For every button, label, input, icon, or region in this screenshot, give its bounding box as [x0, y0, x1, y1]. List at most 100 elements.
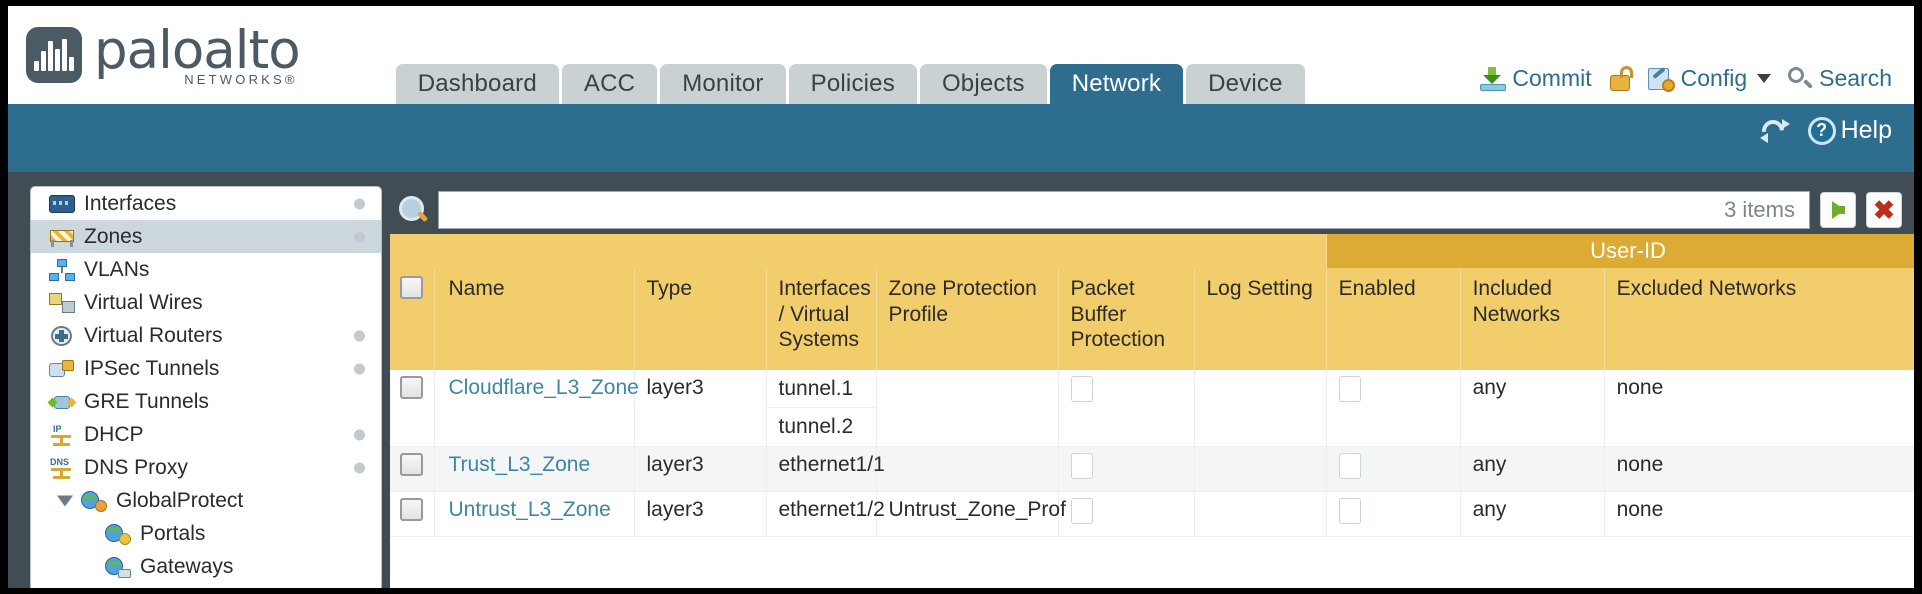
sidebar-item-virtual-wires[interactable]: Virtual Wires	[31, 286, 381, 319]
config-menu[interactable]: Config	[1647, 65, 1772, 92]
cell-packet-buffer-protection[interactable]	[1058, 491, 1195, 537]
zone-name-link[interactable]: Cloudflare_L3_Zone	[448, 376, 639, 399]
table-row[interactable]: Untrust_L3_Zone layer3 ethernet1/2 Untru…	[390, 491, 1914, 537]
sidebar-item-dhcp[interactable]: IP DHCP	[31, 418, 381, 451]
tab-acc[interactable]: ACC	[561, 64, 658, 104]
select-all-checkbox[interactable]	[400, 276, 423, 299]
table-header-row: Name Type Interfaces / Virtual Systems Z…	[390, 268, 1914, 370]
sidebar-item-portals[interactable]: Portals	[31, 517, 381, 550]
sidebar-item-vlans[interactable]: VLANs	[31, 253, 381, 286]
clear-filter-button[interactable]: ✖	[1866, 192, 1902, 228]
apply-filter-button[interactable]	[1820, 192, 1856, 228]
cell-enabled[interactable]	[1326, 491, 1461, 537]
search-button[interactable]: Search	[1787, 65, 1892, 92]
sidebar-item-label: Virtual Routers	[84, 323, 223, 347]
sidebar-item-label: GRE Tunnels	[84, 389, 209, 413]
user-id-enabled-checkbox[interactable]	[1338, 453, 1361, 479]
tab-policies[interactable]: Policies	[788, 64, 917, 104]
packet-buffer-protection-checkbox[interactable]	[1070, 376, 1093, 402]
row-checkbox[interactable]	[400, 376, 423, 399]
user-id-enabled-checkbox[interactable]	[1338, 498, 1361, 524]
vlans-icon	[49, 258, 75, 281]
table-row[interactable]: Trust_L3_Zone layer3 ethernet1/1	[390, 446, 1914, 492]
row-select-cell[interactable]	[390, 370, 435, 447]
col-header-included-networks[interactable]: Included Networks	[1460, 268, 1605, 370]
tab-device[interactable]: Device	[1186, 64, 1305, 104]
tab-monitor[interactable]: Monitor	[660, 64, 786, 104]
commit-button[interactable]: Commit	[1480, 65, 1592, 92]
search-magnifier-icon	[398, 195, 428, 225]
gateways-icon	[105, 556, 131, 578]
packet-buffer-protection-checkbox[interactable]	[1070, 453, 1093, 479]
cell-name[interactable]: Cloudflare_L3_Zone	[434, 370, 639, 447]
interfaces-icon	[49, 193, 75, 215]
cell-packet-buffer-protection[interactable]	[1058, 370, 1195, 447]
cell-type: layer3	[634, 370, 767, 447]
col-header-packet-buffer-protection[interactable]: Packet Buffer Protection	[1058, 268, 1195, 370]
content-area: Interfaces Zones VLANs	[8, 172, 1914, 588]
col-header-interfaces-virtual-systems[interactable]: Interfaces / Virtual Systems	[766, 268, 877, 370]
col-header-zone-protection-profile[interactable]: Zone Protection Profile	[876, 268, 1059, 370]
sidebar-item-ipsec-tunnels[interactable]: IPSec Tunnels	[31, 352, 381, 385]
network-sidebar: Interfaces Zones VLANs	[30, 186, 382, 588]
table-group-header-row: User-ID	[390, 234, 1914, 268]
refresh-icon[interactable]	[1757, 115, 1790, 146]
table-row[interactable]: Cloudflare_L3_Zone layer3 tunnel.1 tunne…	[390, 370, 1914, 447]
zone-name-link[interactable]: Untrust_L3_Zone	[448, 498, 611, 521]
interface-entry: tunnel.2	[778, 415, 854, 438]
sidebar-item-gateways[interactable]: Gateways	[31, 550, 381, 583]
cell-excluded-networks: none	[1604, 446, 1914, 492]
arrow-right-icon	[1831, 201, 1845, 219]
sidebar-item-label: Interfaces	[84, 191, 177, 215]
cell-name[interactable]: Untrust_L3_Zone	[434, 491, 635, 537]
cell-name[interactable]: Trust_L3_Zone	[434, 446, 635, 492]
cell-interfaces: ethernet1/2	[766, 491, 885, 537]
sidebar-item-label: VLANs	[84, 257, 150, 281]
sidebar-item-zones[interactable]: Zones	[31, 220, 381, 253]
status-dot	[354, 198, 365, 209]
row-select-cell[interactable]	[390, 446, 435, 492]
ipsec-tunnels-icon	[49, 358, 75, 380]
row-checkbox[interactable]	[400, 453, 423, 476]
cell-packet-buffer-protection[interactable]	[1058, 446, 1195, 492]
status-dot	[354, 330, 365, 341]
virtual-routers-icon	[49, 325, 75, 347]
cell-enabled[interactable]	[1326, 370, 1461, 447]
unlock-icon[interactable]	[1608, 65, 1633, 92]
col-header-name[interactable]: Name	[434, 268, 635, 370]
search-input[interactable]	[439, 193, 1725, 227]
sidebar-item-virtual-routers[interactable]: Virtual Routers	[31, 319, 381, 352]
col-header-enabled[interactable]: Enabled	[1326, 268, 1461, 370]
help-button[interactable]: ? Help	[1807, 116, 1892, 145]
zones-table: User-ID Name Type Interfaces / Virtual S…	[390, 234, 1914, 537]
tab-objects[interactable]: Objects	[919, 64, 1047, 104]
sidebar-item-globalprotect[interactable]: GlobalProtect	[31, 484, 381, 517]
search-icon	[1787, 66, 1814, 91]
expand-triangle-icon[interactable]	[57, 495, 73, 506]
portals-icon	[105, 523, 131, 545]
sidebar-item-interfaces[interactable]: Interfaces	[31, 187, 381, 220]
search-row: 3 items ✖	[390, 186, 1914, 234]
search-field-wrapper[interactable]: 3 items	[438, 191, 1810, 229]
bluebar-actions: ? Help	[1757, 115, 1892, 146]
col-header-log-setting[interactable]: Log Setting	[1194, 268, 1327, 370]
cell-interfaces: tunnel.1 tunnel.2	[766, 370, 877, 447]
select-all-header[interactable]	[390, 268, 435, 370]
config-icon	[1647, 66, 1675, 92]
row-checkbox[interactable]	[400, 498, 423, 521]
sidebar-item-dns-proxy[interactable]: DNS DNS Proxy	[31, 451, 381, 484]
interface-entry: tunnel.1	[766, 370, 876, 408]
col-header-excluded-networks[interactable]: Excluded Networks	[1604, 268, 1914, 370]
packet-buffer-protection-checkbox[interactable]	[1070, 498, 1093, 524]
cell-enabled[interactable]	[1326, 446, 1461, 492]
tab-network[interactable]: Network	[1049, 64, 1184, 104]
dhcp-icon: IP	[49, 424, 75, 446]
row-select-cell[interactable]	[390, 491, 435, 537]
sidebar-item-gre-tunnels[interactable]: GRE Tunnels	[31, 385, 381, 418]
zone-name-link[interactable]: Trust_L3_Zone	[448, 453, 591, 476]
col-header-type[interactable]: Type	[634, 268, 767, 370]
sidebar-item-label: Gateways	[140, 554, 234, 578]
tab-dashboard[interactable]: Dashboard	[395, 64, 559, 104]
user-id-enabled-checkbox[interactable]	[1338, 376, 1361, 402]
